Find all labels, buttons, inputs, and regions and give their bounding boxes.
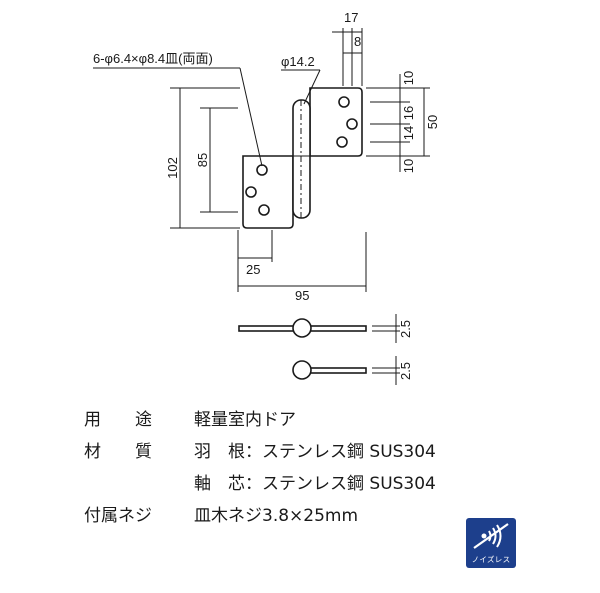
screw-hole bbox=[245, 186, 257, 198]
hole-callout: 6-φ6.4×φ8.4皿(両面) φ14.2 bbox=[93, 51, 321, 167]
dim-95: 95 bbox=[295, 288, 309, 303]
dim-pitch-bottom-10: 10 bbox=[401, 159, 416, 173]
dim-25: 25 bbox=[246, 262, 260, 277]
hole-callout-text: 6-φ6.4×φ8.4皿(両面) bbox=[93, 51, 213, 66]
pin-section bbox=[292, 360, 312, 380]
sound-waves-icon bbox=[473, 523, 509, 549]
screw-hole bbox=[256, 164, 268, 176]
dim-pitch-14: 14 bbox=[401, 126, 416, 140]
pin-diameter-label: φ14.2 bbox=[281, 54, 315, 69]
material-shaft: 軸 芯：ステンレス鋼 SUS304 bbox=[194, 474, 436, 494]
side-view-open: 2.5 bbox=[238, 314, 413, 343]
dim-total-50: 50 bbox=[425, 115, 440, 129]
pitch-dimensions: 10 16 14 10 50 bbox=[366, 71, 440, 173]
noiseless-badge: ノイズレス bbox=[466, 518, 516, 568]
dim-102: 102 bbox=[165, 157, 180, 179]
usage-value: 軽量室内ドア bbox=[194, 410, 296, 430]
material-label: 材 質 bbox=[84, 442, 152, 462]
dim-85: 85 bbox=[195, 153, 210, 167]
dim-8: 8 bbox=[354, 34, 361, 49]
hinge-front-view bbox=[242, 87, 363, 229]
dim-thickness-1: 2.5 bbox=[398, 320, 413, 338]
side-view-single: 2.5 bbox=[292, 356, 413, 385]
hinge-leaf-left bbox=[242, 155, 294, 229]
height-dimensions: 102 85 bbox=[165, 87, 240, 229]
pin-section bbox=[292, 318, 312, 338]
hinge-technical-drawing: 6-φ6.4×φ8.4皿(両面) φ14.2 17 8 102 85 25 95 bbox=[93, 10, 440, 385]
usage-label: 用 途 bbox=[84, 410, 152, 430]
dim-pitch-16: 16 bbox=[401, 106, 416, 120]
screw-hole bbox=[336, 136, 348, 148]
accessory-label: 付属ネジ bbox=[84, 506, 152, 526]
noiseless-label: ノイズレス bbox=[471, 555, 511, 564]
top-dimensions: 17 8 bbox=[332, 10, 363, 86]
dim-thickness-2: 2.5 bbox=[398, 362, 413, 380]
width-dimensions: 25 95 bbox=[237, 230, 367, 303]
accessory-value: 皿木ネジ3.8×25mm bbox=[194, 506, 359, 526]
screw-hole bbox=[346, 118, 358, 130]
hinge-leaf-right bbox=[309, 87, 363, 157]
screw-hole bbox=[338, 96, 350, 108]
material-leaf: 羽 根：ステンレス鋼 SUS304 bbox=[194, 442, 436, 462]
dim-pitch-top-10: 10 bbox=[401, 71, 416, 85]
screw-hole bbox=[258, 204, 270, 216]
dim-17: 17 bbox=[344, 10, 358, 25]
